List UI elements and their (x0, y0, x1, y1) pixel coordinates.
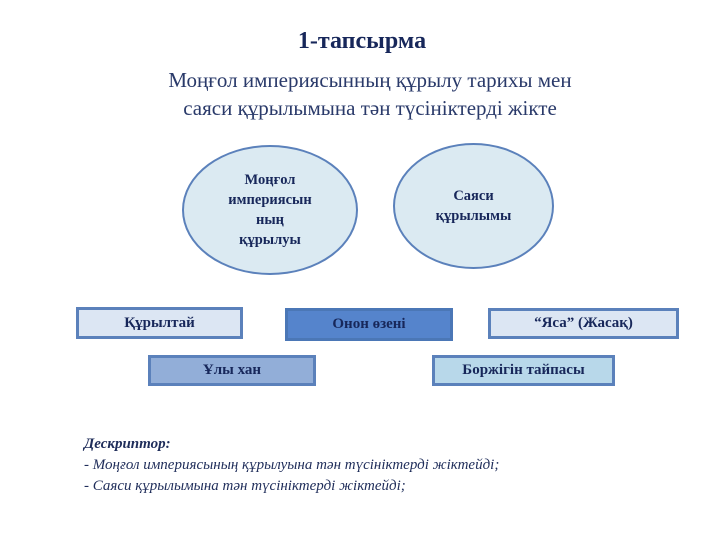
task-instruction: Моңғол империясынның құрылу тарихы мен с… (120, 66, 620, 122)
term-card-great-khan[interactable]: Ұлы хан (148, 355, 316, 386)
category-ellipse-mongol-empire-formation: Моңғол империясын ның құрылуы (182, 145, 358, 275)
term-card-yasa[interactable]: “Яса” (Жасақ) (488, 308, 679, 339)
category-label-line: құрылуы (239, 232, 301, 248)
category-label-line: Моңғол (244, 172, 296, 188)
task-instruction-line-2: саяси құрылымына тән түсініктерді жікте (183, 96, 557, 120)
term-card-onon-river[interactable]: Онон өзені (285, 308, 453, 341)
category-label-line: Саяси (453, 188, 494, 204)
descriptor-item: - Саяси құрылымына тән түсініктерді жікт… (84, 478, 406, 494)
slide-title: 1-тапсырма (297, 28, 427, 54)
descriptor-heading: Дескриптор: (84, 436, 171, 452)
descriptor-block: Дескриптор: - Моңғол империясының құрылу… (84, 434, 684, 497)
task-instruction-line-1: Моңғол империясынның құрылу тарихы мен (168, 68, 572, 92)
term-card-kurultai[interactable]: Құрылтай (76, 307, 243, 339)
descriptor-item: - Моңғол империясының құрылуына тән түсі… (84, 457, 500, 473)
category-ellipse-political-structure: Саяси құрылымы (393, 143, 554, 269)
category-label-line: ның (255, 212, 285, 228)
category-label-line: құрылымы (435, 208, 512, 224)
term-card-borjigin-tribe[interactable]: Боржігін тайпасы (432, 355, 615, 386)
category-label-line: империясын (228, 192, 312, 208)
